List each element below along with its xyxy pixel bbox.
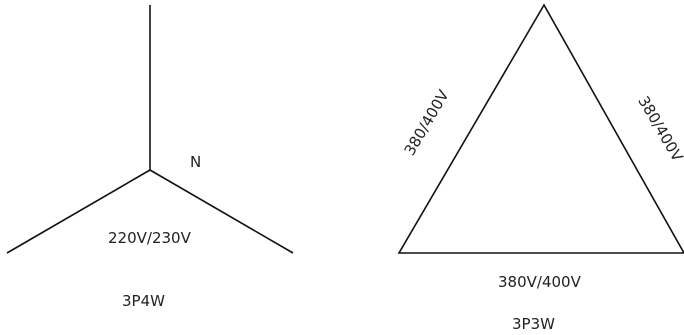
delta-right-side-label: 380/400V <box>634 93 684 165</box>
star-right-phase-line <box>149 169 294 254</box>
star-connection: N 220V/230V 3P4W <box>6 5 294 310</box>
delta-system-label: 3P3W <box>512 315 555 333</box>
delta-left-side-label: 380/400V <box>400 86 453 158</box>
star-voltage-label: 220V/230V <box>108 229 192 247</box>
star-system-label: 3P4W <box>122 292 165 310</box>
star-left-phase-line <box>6 169 151 254</box>
delta-connection: 380/400V 380/400V 380V/400V 3P3W <box>397 3 684 333</box>
star-neutral-label: N <box>190 153 201 171</box>
delta-bottom-side-label: 380V/400V <box>498 273 582 291</box>
delta-triangle <box>397 3 684 254</box>
